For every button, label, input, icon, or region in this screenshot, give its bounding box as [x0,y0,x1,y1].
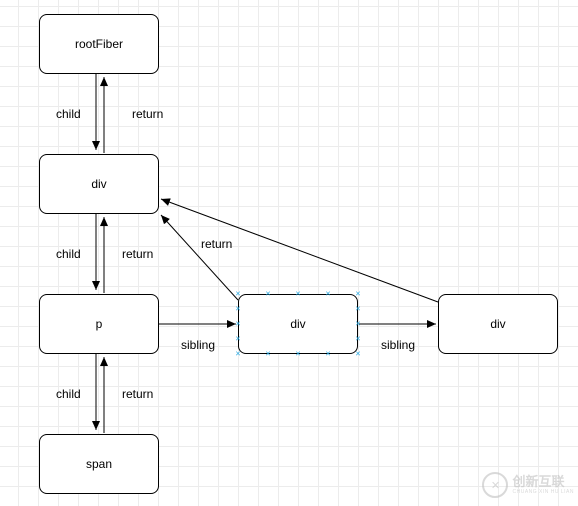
selection-handle[interactable]: × [235,318,241,329]
selection-handle[interactable]: × [325,348,331,359]
edge-right-return[interactable] [160,198,439,303]
selection-handle[interactable]: × [295,348,301,359]
selection-handle[interactable]: × [295,288,301,299]
edge-label-p-return: return [122,387,154,401]
selection-handle[interactable]: × [235,333,241,344]
node-root-fiber[interactable]: rootFiber [39,14,159,74]
node-p[interactable]: p [39,294,159,354]
selection-handle[interactable]: × [325,288,331,299]
selection-handle[interactable]: × [235,288,241,299]
edge-label-middle-return: return [201,237,233,251]
node-div-middle[interactable]: div [238,294,358,354]
node-div-right[interactable]: div [438,294,558,354]
edge-middle-return[interactable] [160,214,239,301]
edge-label-p-sibling: sibling [181,338,216,352]
node-div-top-label: div [91,177,107,191]
node-div-middle-label: div [290,317,306,331]
selection-handle[interactable]: × [355,348,361,359]
selection-handle[interactable]: × [265,348,271,359]
selection-handle[interactable]: × [265,288,271,299]
node-div-top[interactable]: div [39,154,159,214]
edge-label-root-return: return [132,107,164,121]
selection-handle[interactable]: × [235,348,241,359]
node-div-right-label: div [490,317,506,331]
watermark-main-text: 创新互联 [512,474,565,489]
selection-handle[interactable]: × [355,303,361,314]
selection-handle[interactable]: × [355,333,361,344]
node-p-label: p [95,317,103,331]
edge-label-div-return: return [122,247,154,261]
node-span-label: span [85,457,113,471]
edge-label-root-child: child [56,107,81,121]
node-span[interactable]: span [39,434,159,494]
node-root-fiber-label: rootFiber [74,37,124,51]
watermark-sub-text: CHUANG XIN HU LIAN [512,489,574,495]
selection-handle[interactable]: × [235,303,241,314]
watermark-logo-icon: ✕ [482,472,509,498]
watermark-logo: ✕ 创新互联 CHUANG XIN HU LIAN [482,472,574,498]
selection-handle[interactable]: × [355,288,361,299]
edge-label-div-child: child [56,247,81,261]
edge-label-middle-sibling: sibling [381,338,416,352]
edge-label-p-child: child [56,387,81,401]
selection-handle[interactable]: × [355,318,361,329]
